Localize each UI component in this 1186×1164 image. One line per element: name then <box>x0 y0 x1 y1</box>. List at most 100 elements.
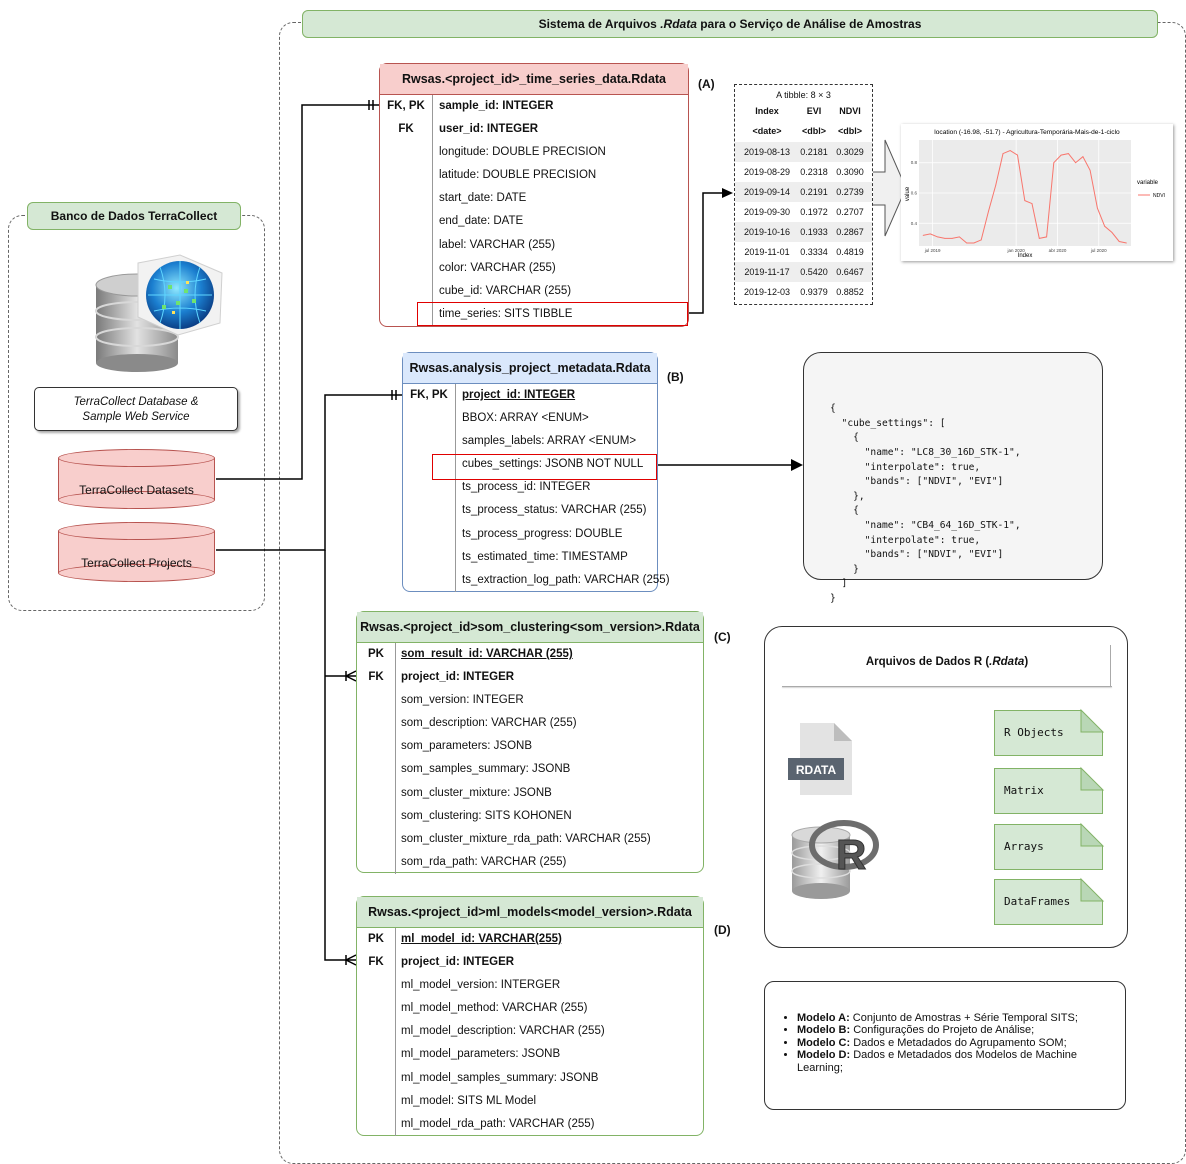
table-row: som_rda_path: VARCHAR (255) <box>401 855 567 868</box>
table-row: color: VARCHAR (255) <box>439 261 556 274</box>
table-row: som_clustering: SITS KOHONEN <box>401 809 572 822</box>
db-group-title: Banco de Dados TerraCollect <box>27 202 241 230</box>
chart-point <box>1126 242 1127 244</box>
cube-settings-json: { "cube_settings": [ { "name": "LC8_30_1… <box>803 352 1103 604</box>
chart-point <box>1038 238 1040 239</box>
table-row: ml_model_method: VARCHAR (255) <box>401 1002 588 1015</box>
rdata-file-label: RDATA <box>796 763 837 777</box>
label-b: (B) <box>667 370 684 384</box>
web-service-line1: TerraCollect Database & <box>73 396 199 408</box>
table-d: Rwsas.<project_id>ml_models<model_versio… <box>356 896 704 1136</box>
table-row: ts_process_progress: DOUBLE <box>462 527 623 540</box>
chart-point <box>973 242 975 244</box>
chart-point <box>944 238 946 239</box>
projects-cylinder: TerraCollect Projects <box>58 522 215 582</box>
table-row: time_series: SITS TIBBLE <box>439 307 573 320</box>
chart-point <box>1024 200 1026 201</box>
legend-item: Modelo D: Dados e Metadados dos Modelos … <box>797 1049 1111 1074</box>
chart-point <box>1118 241 1120 242</box>
table-row: som_cluster_mixture: JSONB <box>401 786 552 799</box>
main-title: Sistema de Arquivos .Rdata para o Serviç… <box>302 10 1158 38</box>
table-row: ml_model_version: INTERGER <box>401 979 561 992</box>
highlight-cubes-settings <box>432 454 657 480</box>
chart-ytick-label: 0.4 <box>911 221 918 226</box>
table-row: BBOX: ARRAY <ENUM> <box>462 412 589 425</box>
legend-item: Modelo C: Dados e Metadados do Agrupamen… <box>797 1037 1111 1049</box>
chart-xtick-label: jan 2020 <box>1007 248 1026 253</box>
time-series-chart: location (-16.98, -51.7) - Agricultura-T… <box>901 124 1173 261</box>
legend-item: Modelo A: Conjunto de Amostras + Série T… <box>797 1012 1111 1024</box>
chart-xtick-label: abr 2020 <box>1049 248 1067 253</box>
chart-legend-title: variable <box>1137 180 1159 186</box>
table-row: cube_id: VARCHAR (255) <box>439 284 572 297</box>
chart-point <box>980 239 982 241</box>
chart-point <box>1075 162 1077 164</box>
chart-xlabel: Index <box>1018 253 1033 259</box>
chart-legend-item: NDVI <box>1153 193 1165 199</box>
table-row: ts_process_status: VARCHAR (255) <box>462 504 647 517</box>
chart-point <box>1046 236 1047 238</box>
highlight-time-series <box>417 302 688 326</box>
chart-xtick-label: jul 2019 <box>924 248 941 253</box>
chart-point <box>1067 153 1069 155</box>
table-row: ml_model_rda_path: VARCHAR (255) <box>401 1117 595 1130</box>
table-row: som_samples_summary: JSONB <box>401 763 571 776</box>
database-globe-icon <box>95 254 223 372</box>
chart-xtick-label: jul 2020 <box>1090 248 1107 253</box>
table-row: ml_model_description: VARCHAR (255) <box>401 1025 605 1038</box>
chart-ylabel: value <box>905 186 911 201</box>
rdata-file-icon: RDATA <box>788 723 852 795</box>
chart-ytick-label: 0.6 <box>911 191 918 196</box>
chart-point <box>951 238 953 239</box>
rdata-title-divider-tick <box>1110 645 1111 687</box>
projects-label: TerraCollect Projects <box>81 556 192 570</box>
chart-point <box>1089 169 1091 171</box>
r-database-icon: R <box>791 820 879 899</box>
table-row: som_version: INTEGER <box>401 694 524 707</box>
table-c: Rwsas.<project_id>som_clustering<som_ver… <box>356 611 704 874</box>
table-row: som_parameters: JSONB <box>401 740 533 753</box>
table-row: cubes_settings: JSONB NOT NULL <box>462 458 644 471</box>
chart-point <box>937 236 939 238</box>
chart-point <box>1111 231 1113 233</box>
table-row: ml_model_samples_summary: JSONB <box>401 1071 599 1084</box>
rdata-title-divider <box>782 686 1112 687</box>
chart-point <box>1104 225 1106 227</box>
table-row: latitude: DOUBLE PRECISION <box>439 169 597 182</box>
table-a: Rwsas.<project_id>_time_series_data.Rdat… <box>379 63 689 327</box>
chart-ytick-label: 0.8 <box>911 160 918 165</box>
table-row: samples_labels: ARRAY <ENUM> <box>462 435 637 448</box>
chart-point <box>1002 153 1004 155</box>
svg-text:R: R <box>836 831 866 878</box>
table-d-title: Rwsas.<project_id>ml_models<model_versio… <box>357 897 703 928</box>
chart-point <box>959 236 960 238</box>
table-row: som_description: VARCHAR (255) <box>401 717 577 730</box>
note-dataframes: DataFrames <box>994 879 1103 925</box>
table-a-title: Rwsas.<project_id>_time_series_data.Rdat… <box>380 64 688 95</box>
chart-point <box>1097 207 1098 209</box>
chart-point <box>1082 156 1084 158</box>
label-a: (A) <box>698 77 715 91</box>
models-legend-box: Modelo A: Conjunto de Amostras + Série T… <box>764 981 1126 1110</box>
table-row: start_date: DATE <box>439 192 527 205</box>
table-row: ml_model_parameters: JSONB <box>401 1048 561 1061</box>
table-row: som_cluster_mixture_rda_path: VARCHAR (2… <box>401 832 651 845</box>
datasets-cylinder: TerraCollect Datasets <box>58 449 215 509</box>
table-b: Rwsas.analysis_project_metadata.Rdata FK… <box>402 352 670 592</box>
label-c: (C) <box>714 630 731 644</box>
table-row: ts_extraction_log_path: VARCHAR (255) <box>462 573 670 586</box>
table-row: longitude: DOUBLE PRECISION <box>439 146 606 159</box>
table-row: label: VARCHAR (255) <box>439 238 556 251</box>
chart-point <box>1053 162 1055 164</box>
